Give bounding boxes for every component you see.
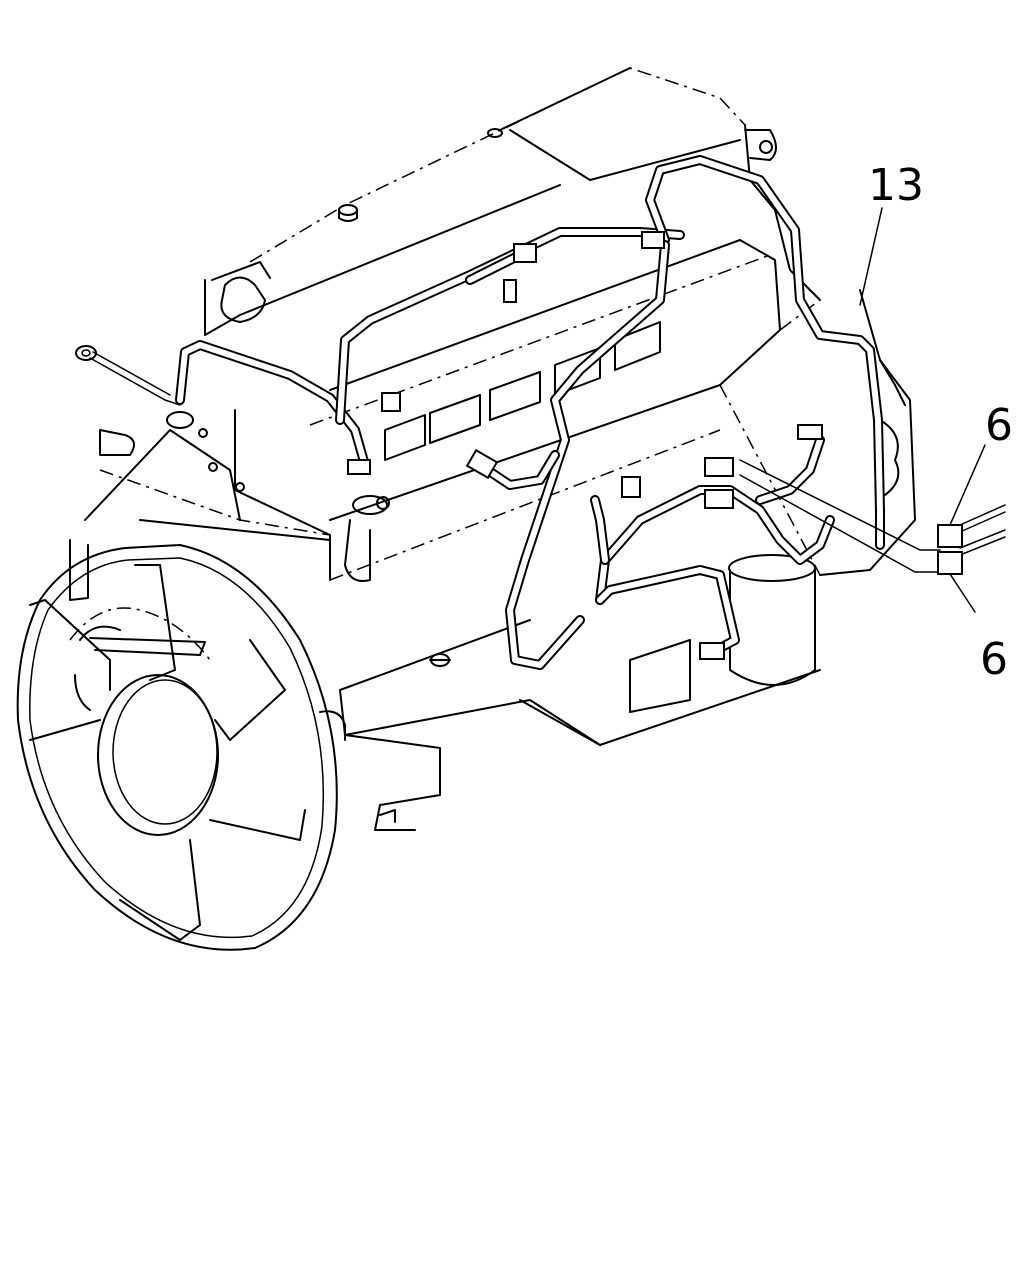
- harness-leader-line: [859, 207, 883, 306]
- callout-6-upper-label: 6: [985, 400, 1013, 451]
- connector-6-upper: [937, 444, 986, 548]
- callout-13-label: 13: [868, 160, 924, 211]
- harness-connectors: [347, 231, 823, 660]
- wiring-harness: [75, 155, 1006, 670]
- connector-6-lower: [937, 551, 976, 613]
- cooling-fan: [16, 539, 338, 951]
- engine-block: [84, 67, 916, 831]
- callout-6-lower-label: 6: [980, 634, 1008, 685]
